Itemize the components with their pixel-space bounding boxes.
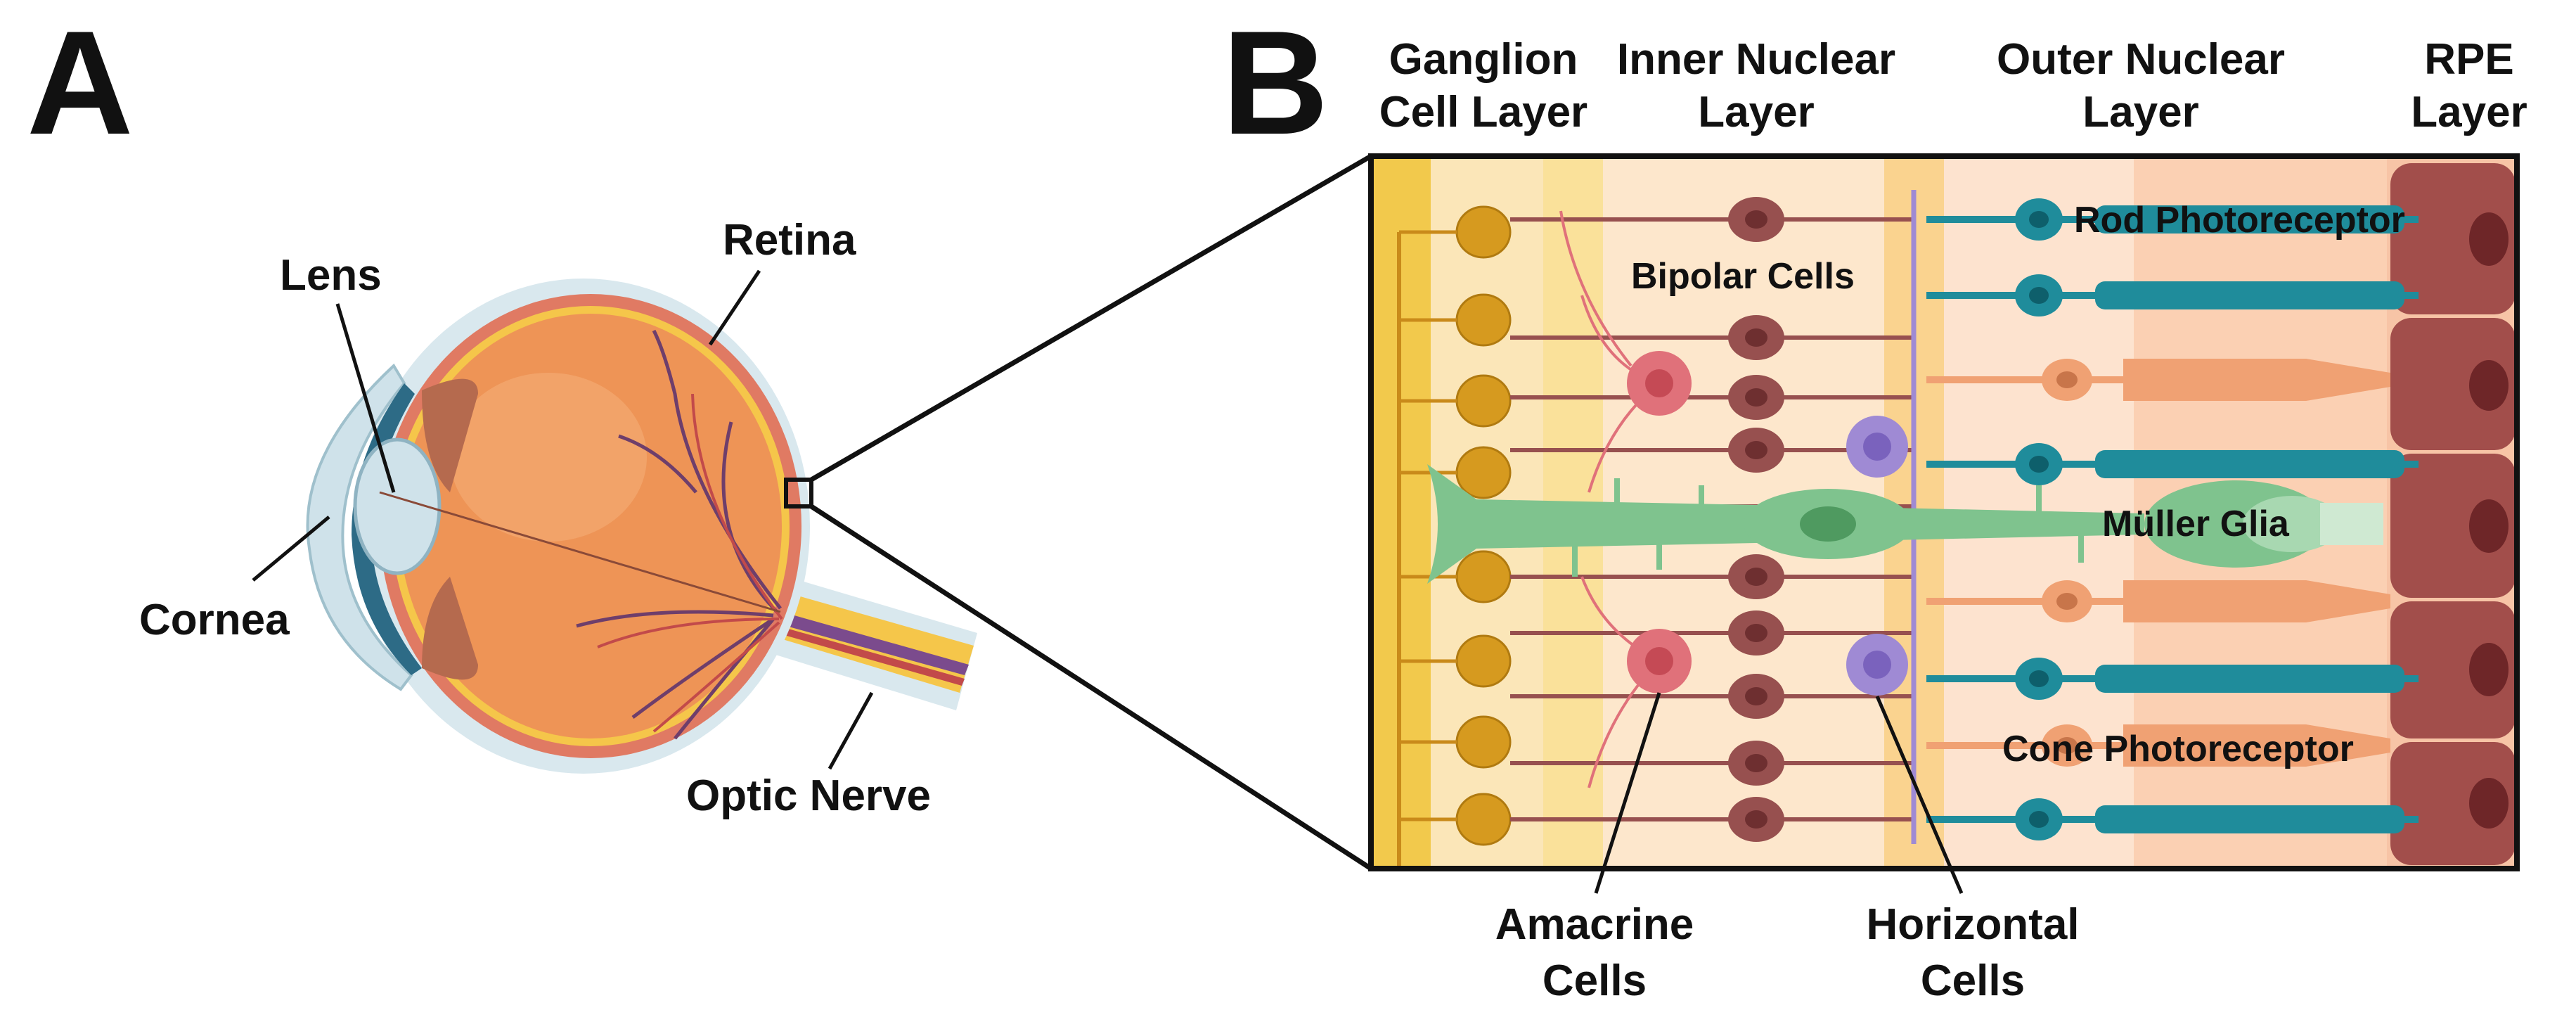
eye-cross-section xyxy=(306,279,977,774)
ganglion-header-2: Cell Layer xyxy=(1379,88,1588,136)
zoom-box xyxy=(784,478,813,509)
inner-nuclear-header-2: Layer xyxy=(1698,88,1814,136)
muller-label: Müller Glia xyxy=(2102,504,2290,544)
amacrine-label-2: Cells xyxy=(1543,957,1647,1005)
rpe-header-2: Layer xyxy=(2411,88,2527,136)
horizontal-label-1: Horizontal xyxy=(1866,900,2079,949)
lens xyxy=(353,437,442,575)
optic-nerve xyxy=(772,577,977,710)
cornea xyxy=(306,363,413,691)
horizontal-cells xyxy=(1846,190,1917,844)
diagram-frame xyxy=(1368,153,2520,871)
retinal-vessels xyxy=(576,329,782,740)
retina-layers-diagram xyxy=(1368,153,2520,871)
optic-nerve-label: Optic Nerve xyxy=(686,772,931,820)
bipolar-cells xyxy=(1510,197,1912,842)
horizontal-label-2: Cells xyxy=(1921,957,2025,1005)
amacrine-cells xyxy=(1559,210,1692,788)
zoom-line-bottom xyxy=(810,504,1372,871)
amacrine-label-1: Amacrine xyxy=(1495,900,1694,949)
cone-photoreceptors xyxy=(1926,359,2390,767)
rpe-cells xyxy=(2390,163,2516,865)
cornea-label: Cornea xyxy=(139,596,290,644)
rod-photoreceptors xyxy=(1926,198,2419,840)
outer-nuclear-header-2: Layer xyxy=(2082,88,2198,136)
cone-label: Cone Photoreceptor xyxy=(2002,729,2354,769)
rpe-header-1: RPE xyxy=(2424,35,2513,84)
panel-a-letter: A xyxy=(27,0,134,165)
outer-nuclear-header-1: Outer Nuclear xyxy=(1997,35,2285,84)
zoom-line-top xyxy=(810,153,1372,482)
retina-label: Retina xyxy=(723,216,856,264)
muller-glia xyxy=(1427,464,2383,584)
bipolar-label: Bipolar Cells xyxy=(1631,256,1855,297)
rod-label: Rod Photoreceptor xyxy=(2074,200,2405,241)
ganglion-header-1: Ganglion xyxy=(1389,35,1578,84)
inner-nuclear-header-1: Inner Nuclear xyxy=(1617,35,1895,84)
panel-b-letter: B xyxy=(1222,0,1329,165)
lens-label: Lens xyxy=(280,251,382,300)
